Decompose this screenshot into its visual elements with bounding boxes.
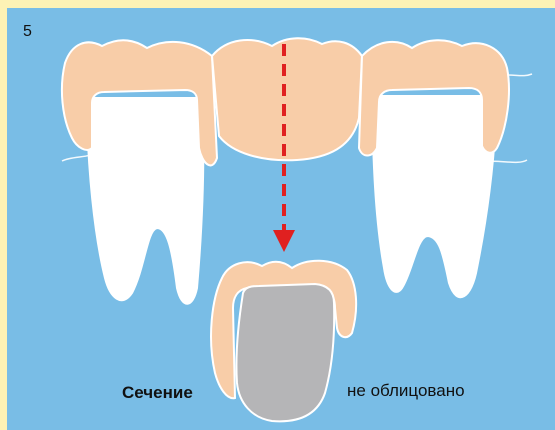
section-label: Сечение bbox=[122, 383, 193, 403]
veneer-status-label: не облицовано bbox=[347, 381, 465, 401]
left-tooth-root bbox=[87, 98, 203, 304]
diagram-panel: 5 Сечение не облицовано bbox=[7, 8, 555, 430]
cross-section-core bbox=[236, 284, 334, 421]
pontic-crown bbox=[212, 38, 362, 160]
section-arrow-head bbox=[273, 230, 295, 252]
dental-bridge-diagram bbox=[7, 8, 555, 430]
figure-number: 5 bbox=[23, 23, 32, 41]
right-tooth-root bbox=[372, 96, 497, 297]
